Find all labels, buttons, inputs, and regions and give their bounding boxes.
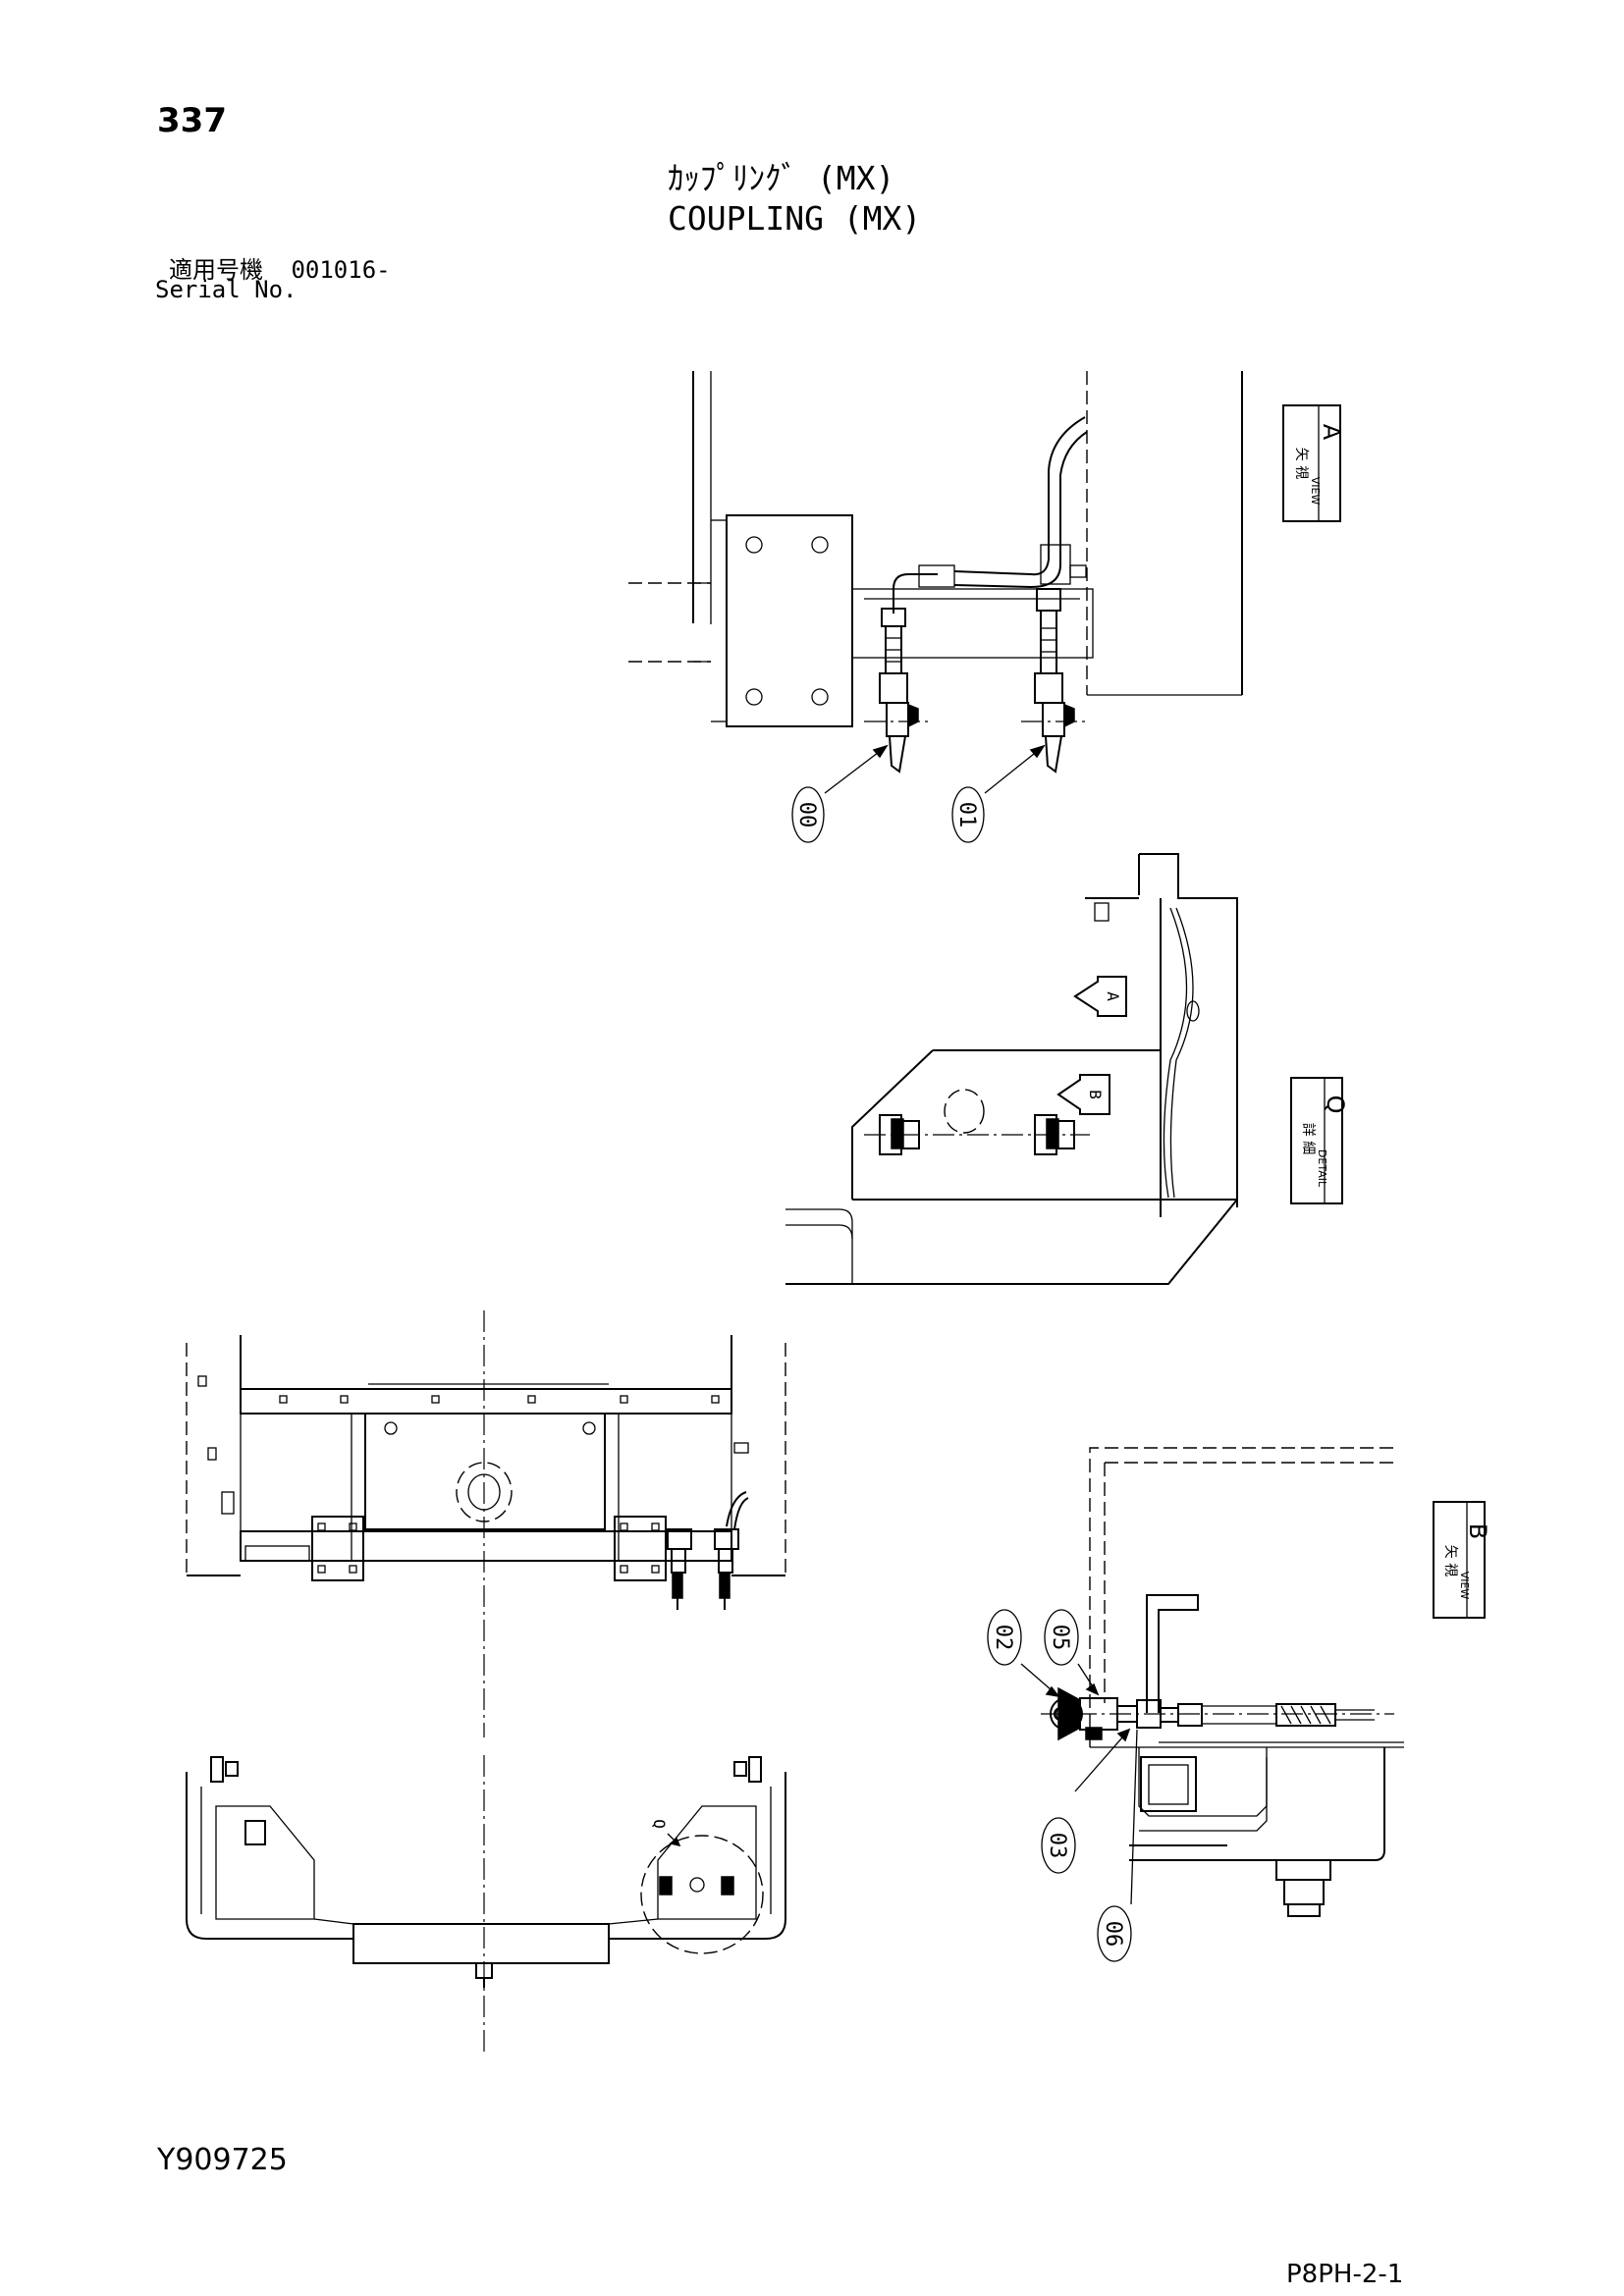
- serial-value: 001016-: [291, 256, 391, 284]
- page-code: P8PH-2-1: [1286, 2260, 1404, 2289]
- detail-q-en: DETAIL: [1316, 1149, 1328, 1188]
- view-a-drawing: [628, 371, 1243, 794]
- view-a-en: VIEW: [1309, 477, 1322, 506]
- serial-label-en: Serial No.: [155, 276, 298, 303]
- view-b-letter: B: [1464, 1523, 1491, 1539]
- callout-03: 03: [1041, 1817, 1076, 1874]
- title-japanese: ｶｯﾌﾟﾘﾝｸﾞ (MX): [668, 159, 895, 197]
- callout-06-label: 06: [1101, 1921, 1125, 1948]
- title-english: COUPLING (MX): [668, 199, 922, 238]
- callout-03-label: 03: [1045, 1833, 1069, 1859]
- callout-05-label: 05: [1048, 1625, 1072, 1651]
- view-a-letter: A: [1318, 424, 1345, 441]
- detail-q-tag: 詳 細 DETAIL Q: [1290, 1077, 1349, 1204]
- view-b-jp: 矢 視: [1442, 1545, 1458, 1576]
- document-code: Y909725: [157, 2143, 288, 2177]
- detail-q-jp: 詳 細: [1300, 1123, 1316, 1154]
- callout-02-label: 02: [991, 1625, 1015, 1651]
- arrow-b-label: B: [1086, 1090, 1105, 1099]
- detail-q-letter: Q: [1322, 1095, 1349, 1114]
- arrow-b: B: [1056, 1074, 1110, 1115]
- view-a-jp: 矢 視: [1293, 448, 1309, 479]
- detail-q-drawing: [785, 853, 1238, 1285]
- page-number: 337: [157, 101, 227, 140]
- callout-00-label: 00: [794, 802, 819, 828]
- serial-applicability: 適用号機 001016-: [169, 250, 391, 285]
- detail-mark-label: Q: [650, 1819, 669, 1829]
- callout-00: 00: [791, 786, 825, 843]
- view-b-tag: 矢 視 VIEW B: [1433, 1501, 1491, 1619]
- top-view-drawing: [186, 1755, 786, 2052]
- callout-02: 02: [987, 1609, 1022, 1666]
- callout-05: 05: [1044, 1609, 1079, 1666]
- arrow-a-label: A: [1104, 991, 1122, 1001]
- view-b-en: VIEW: [1458, 1572, 1471, 1600]
- callout-06: 06: [1097, 1905, 1132, 1962]
- front-view-drawing: [186, 1310, 786, 1737]
- callout-01: 01: [951, 786, 985, 843]
- serial-label-jp: 適用号機: [169, 256, 263, 284]
- callout-01-label: 01: [954, 802, 979, 828]
- view-a-tag: 矢 視 VIEW A: [1282, 404, 1345, 522]
- view-b-drawing: [1020, 1447, 1404, 1917]
